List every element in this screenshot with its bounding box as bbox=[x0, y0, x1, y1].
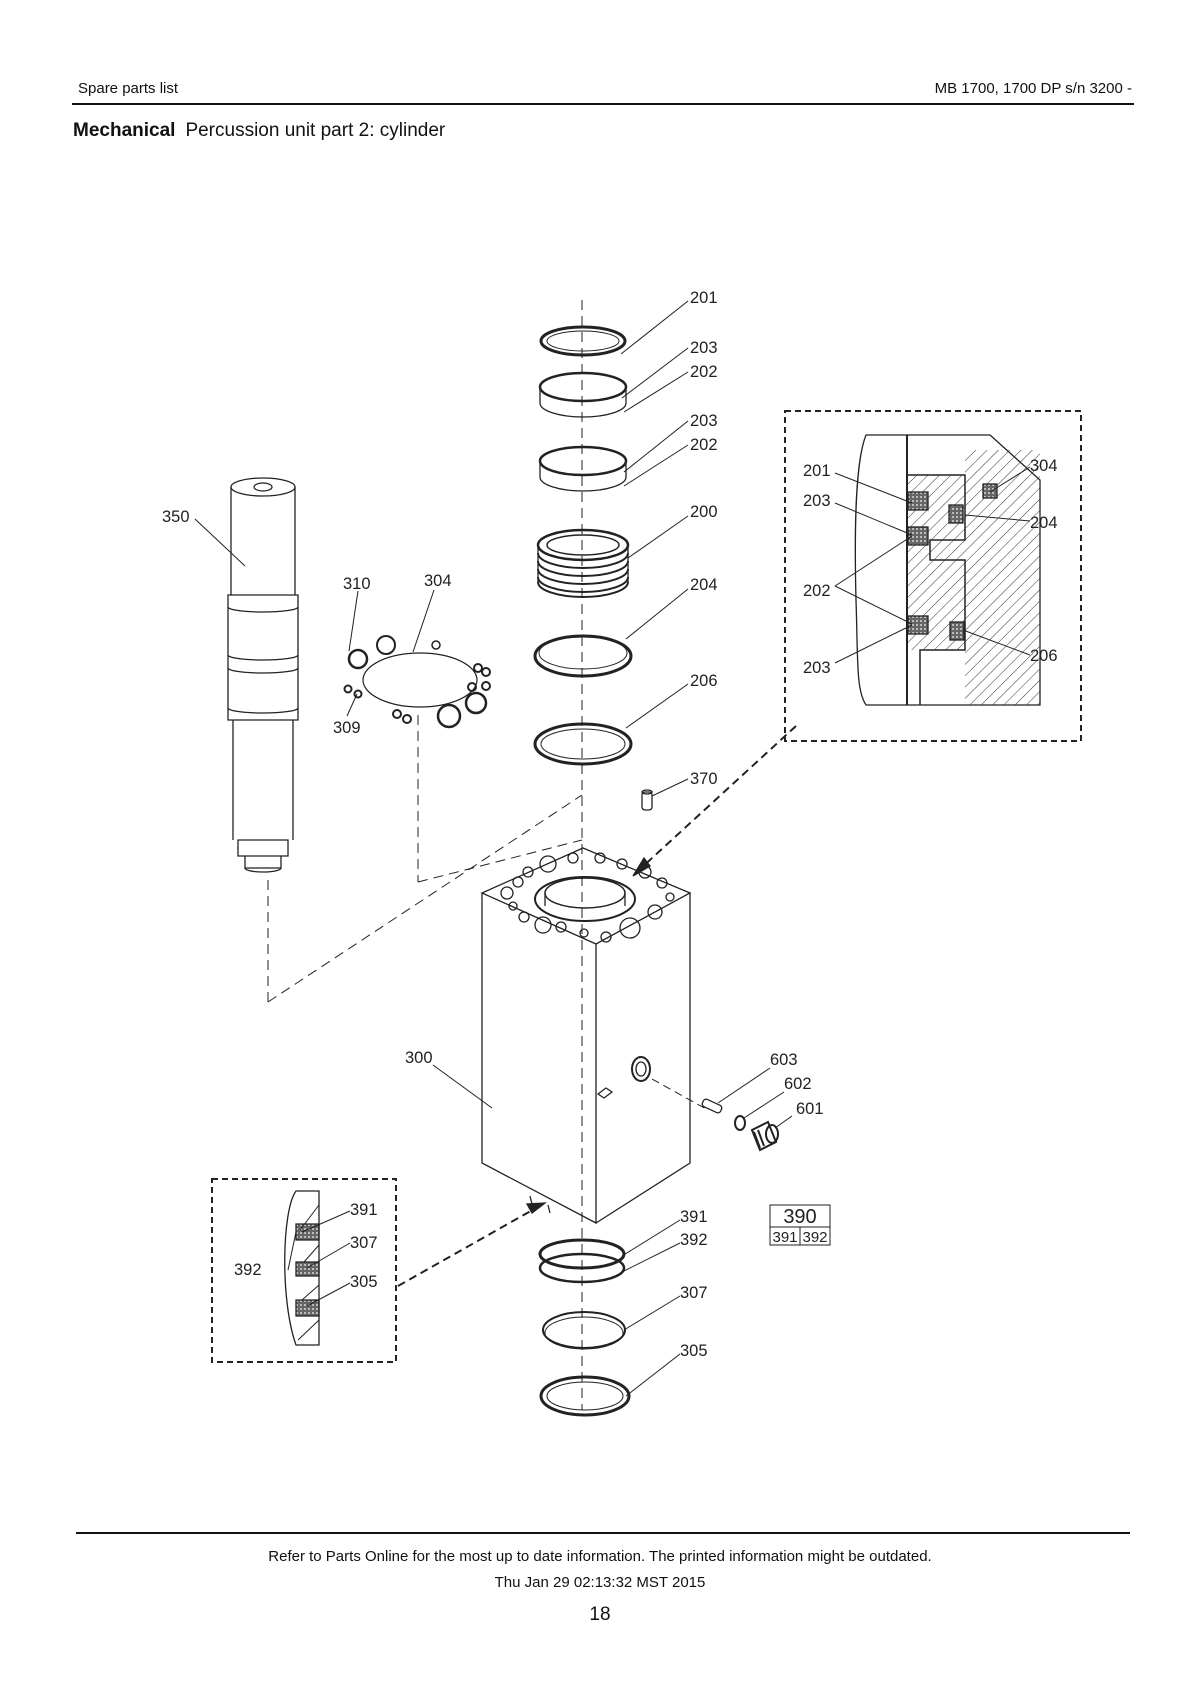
kit-box-390 bbox=[769, 1204, 831, 1246]
kit-box-sub-label-left: 391 bbox=[772, 1229, 797, 1246]
piston-350 bbox=[227, 477, 299, 873]
callout-350: 350 bbox=[162, 508, 190, 526]
detail-callout-202: 202 bbox=[803, 582, 831, 600]
callout-310: 310 bbox=[343, 575, 371, 593]
detail-callout-203: 203 bbox=[803, 659, 831, 677]
callout-202: 202 bbox=[690, 436, 718, 454]
footer-note: Refer to Parts Online for the most up to… bbox=[268, 1548, 932, 1565]
callout-300: 300 bbox=[405, 1049, 433, 1067]
callout-304: 304 bbox=[424, 572, 452, 590]
cylinder-body-300 bbox=[480, 847, 692, 1225]
kit-box-sub-label-right: 392 bbox=[802, 1229, 827, 1246]
plug-603 bbox=[701, 1098, 723, 1114]
detail-callout-391: 391 bbox=[350, 1201, 378, 1219]
callout-391: 391 bbox=[680, 1208, 708, 1226]
callout-309: 309 bbox=[333, 719, 361, 737]
callout-602: 602 bbox=[784, 1075, 812, 1093]
ring-202-203-lower bbox=[538, 445, 628, 492]
footer-rule bbox=[76, 1532, 1130, 1534]
section-subtitle: Percussion unit part 2: cylinder bbox=[185, 120, 446, 141]
callout-200: 200 bbox=[690, 503, 718, 521]
callout-201: 201 bbox=[690, 289, 718, 307]
ring-202-203-upper bbox=[538, 371, 628, 418]
callout-370: 370 bbox=[690, 770, 718, 788]
detail-callout-305: 305 bbox=[350, 1273, 378, 1291]
detail-callout-307: 307 bbox=[350, 1234, 378, 1252]
detail-callout-203: 203 bbox=[803, 492, 831, 510]
detail-callout-304: 304 bbox=[1030, 457, 1058, 475]
seal-stack-200 bbox=[536, 528, 630, 598]
ring-204 bbox=[533, 634, 633, 678]
section-title: Mechanical bbox=[73, 120, 176, 141]
callout-206: 206 bbox=[690, 672, 718, 690]
oring-set-304 bbox=[343, 635, 491, 729]
callout-203: 203 bbox=[690, 412, 718, 430]
callout-204: 204 bbox=[690, 576, 718, 594]
ring-201 bbox=[539, 325, 627, 357]
plug-601 bbox=[750, 1120, 779, 1152]
washer-602 bbox=[734, 1115, 746, 1131]
callout-203: 203 bbox=[690, 339, 718, 357]
seal-detail-lower bbox=[284, 1190, 320, 1346]
callout-392: 392 bbox=[680, 1231, 708, 1249]
callout-603: 603 bbox=[770, 1051, 798, 1069]
ring-305 bbox=[539, 1375, 631, 1417]
callout-202: 202 bbox=[690, 363, 718, 381]
detail-callout-204: 204 bbox=[1030, 514, 1058, 532]
header-left-text: Spare parts list bbox=[78, 80, 179, 97]
ring-206 bbox=[533, 722, 633, 766]
detail-callout-206: 206 bbox=[1030, 647, 1058, 665]
pin-370 bbox=[641, 789, 653, 811]
ring-307 bbox=[542, 1311, 626, 1350]
callout-307: 307 bbox=[680, 1284, 708, 1302]
seal-detail-upper bbox=[854, 434, 1041, 706]
detail-callout-201: 201 bbox=[803, 462, 831, 480]
footer-timestamp: Thu Jan 29 02:13:32 MST 2015 bbox=[494, 1574, 706, 1591]
header-rule bbox=[72, 103, 1134, 105]
ring-391-392 bbox=[538, 1238, 626, 1284]
detail-callout-392: 392 bbox=[234, 1261, 262, 1279]
page-number: 18 bbox=[589, 1604, 611, 1625]
kit-box-main-label: 390 bbox=[783, 1206, 816, 1228]
callout-305: 305 bbox=[680, 1342, 708, 1360]
page-title: Mechanical Percussion unit part 2: cylind… bbox=[73, 120, 445, 142]
header-right-text: MB 1700, 1700 DP s/n 3200 - bbox=[934, 80, 1132, 97]
callout-601: 601 bbox=[796, 1100, 824, 1118]
